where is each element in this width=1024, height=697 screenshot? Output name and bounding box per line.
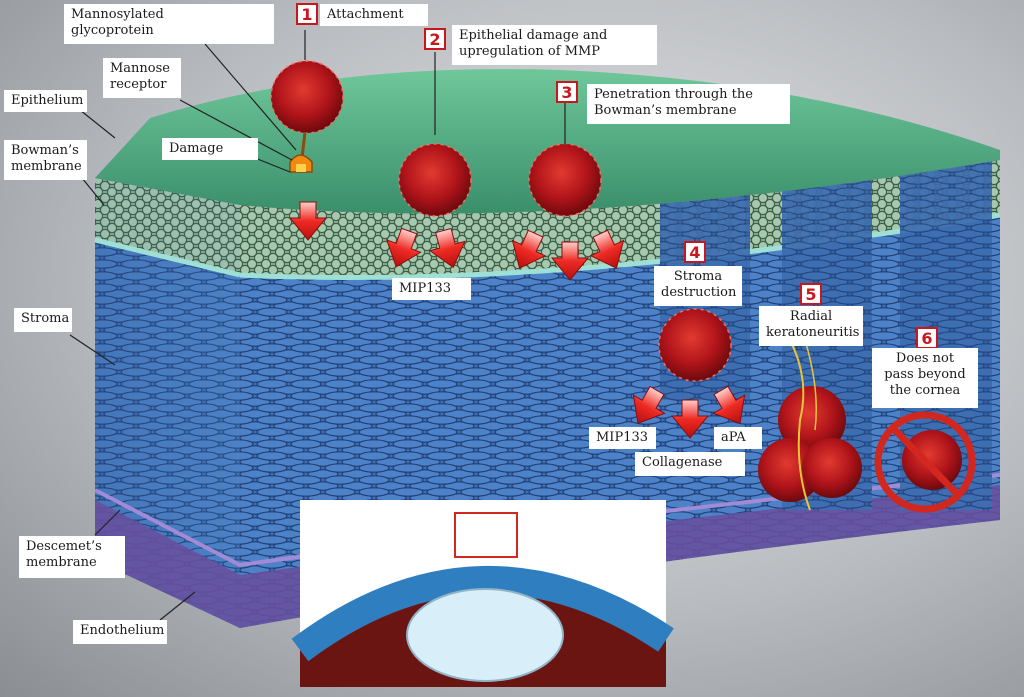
label-endothelium: Endothelium <box>73 620 167 644</box>
step-2-number: 2 <box>424 28 446 50</box>
eye-inset <box>291 500 674 687</box>
step-5-text: Radial keratoneuritis <box>759 306 863 346</box>
label-apa: aPA <box>714 427 762 449</box>
step-3-text: Penetration through the Bowman’s membran… <box>587 84 790 124</box>
label-epithelium: Epithelium <box>4 90 87 112</box>
label-damage: Damage <box>162 138 258 160</box>
step-1-text: Attachment <box>320 4 428 26</box>
label-mip133-right: MIP133 <box>589 427 656 449</box>
leader-lines <box>69 30 566 621</box>
label-bowmans-membrane: Bowman’s membrane <box>4 140 87 180</box>
step-4-number: 4 <box>684 241 706 263</box>
damage-arrows <box>288 201 746 439</box>
step-4-text: Stroma destruction <box>654 266 742 306</box>
no-entry-icon <box>874 411 976 513</box>
step-1-number: 1 <box>296 3 318 25</box>
step-6-text: Does not pass beyond the cornea <box>872 348 978 408</box>
acanthamoeba-organisms <box>270 60 962 511</box>
bowmans-membrane-layer <box>239 212 1001 280</box>
label-mip133-left: MIP133 <box>392 278 471 300</box>
step-3-number: 3 <box>556 81 578 103</box>
step-6-number: 6 <box>916 327 938 349</box>
label-mannosylated-glycoprotein: Mannosylated glycoprotein <box>64 4 274 44</box>
step-5-number: 5 <box>800 283 822 305</box>
mannose-receptor-icon <box>289 154 313 173</box>
step-2-text: Epithelial damage and upregulation of MM… <box>452 25 657 65</box>
label-stroma: Stroma <box>14 308 72 332</box>
label-mannose-receptor: Mannose receptor <box>103 58 181 98</box>
label-descemets-membrane: Descemet’s membrane <box>19 536 125 578</box>
label-collagenase: Collagenase <box>635 452 745 476</box>
